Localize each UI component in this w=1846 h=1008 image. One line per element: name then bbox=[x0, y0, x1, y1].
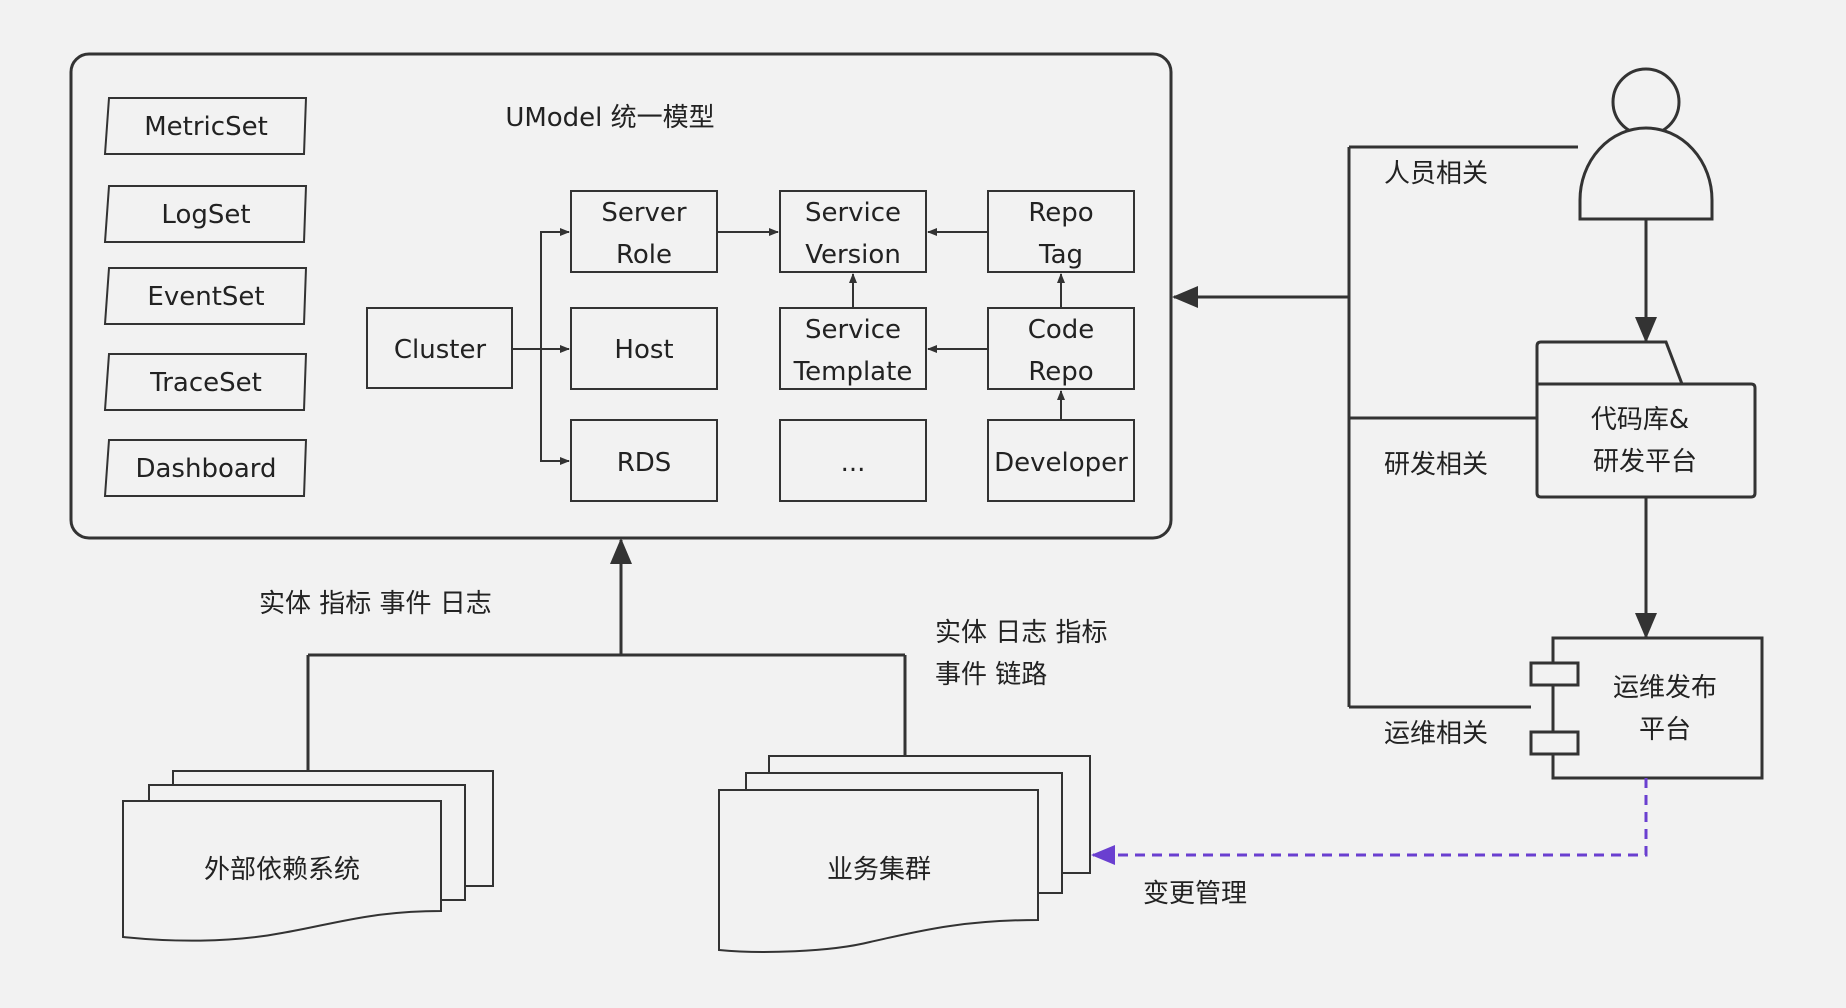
traceset-shape bbox=[103, 353, 308, 411]
ellipsis-label: ... bbox=[841, 448, 866, 478]
change-mgmt-arrow bbox=[1091, 778, 1648, 865]
entity-connectors bbox=[512, 228, 1065, 465]
service-template-label-2: Template bbox=[793, 357, 913, 387]
biz-cluster-stack bbox=[718, 755, 1091, 953]
code-platform-label-2: 研发平台 bbox=[1593, 447, 1697, 477]
bottom-connectors bbox=[306, 538, 907, 771]
dashboard-label: Dashboard bbox=[135, 454, 276, 484]
developer-box bbox=[987, 419, 1135, 502]
ops-platform-shape bbox=[1551, 636, 1764, 780]
set-list: MetricSet LogSet EventSet TraceSet Dashb… bbox=[103, 97, 308, 497]
ops-platform-port-bottom bbox=[1529, 730, 1580, 756]
server-role-label-2: Role bbox=[616, 240, 672, 270]
dev-label: 研发相关 bbox=[1384, 450, 1488, 480]
ops-platform-port-top bbox=[1529, 661, 1580, 687]
user-icon bbox=[1578, 67, 1714, 221]
bracket-lines bbox=[1172, 145, 1657, 709]
service-template-box bbox=[779, 307, 927, 390]
developer-label: Developer bbox=[994, 448, 1128, 478]
people-label: 人员相关 bbox=[1384, 159, 1488, 189]
service-version-label-2: Version bbox=[805, 240, 901, 270]
cluster-label: Cluster bbox=[394, 335, 487, 365]
ops-platform-label-2: 平台 bbox=[1639, 715, 1691, 745]
host-box bbox=[570, 307, 718, 390]
ops-platform-label-1: 运维发布 bbox=[1613, 673, 1717, 703]
right-data-label-1: 实体 日志 指标 bbox=[935, 618, 1108, 648]
biz-cluster-label: 业务集群 bbox=[827, 855, 931, 885]
rds-box bbox=[570, 419, 718, 502]
ellipsis-box bbox=[779, 419, 927, 502]
code-repo-label-1: Code bbox=[1028, 315, 1095, 345]
code-repo-box bbox=[987, 307, 1135, 390]
ops-label: 运维相关 bbox=[1384, 719, 1488, 749]
eventset-label: EventSet bbox=[147, 282, 264, 312]
external-deps-stack bbox=[122, 770, 494, 942]
metricset-label: MetricSet bbox=[144, 112, 268, 142]
umodel-title: UModel 统一模型 bbox=[505, 103, 714, 133]
host-label: Host bbox=[614, 335, 673, 365]
server-role-box bbox=[570, 190, 718, 273]
code-platform-shape bbox=[1535, 340, 1757, 499]
service-version-box bbox=[779, 190, 927, 273]
logset-shape bbox=[103, 185, 308, 243]
server-role-label-1: Server bbox=[601, 198, 687, 228]
service-version-label-1: Service bbox=[805, 198, 901, 228]
code-repo-label-2: Repo bbox=[1028, 357, 1093, 387]
eventset-shape bbox=[103, 267, 308, 325]
dashboard-shape bbox=[103, 439, 308, 497]
code-platform-label-1: 代码库& bbox=[1591, 405, 1689, 435]
external-deps-label: 外部依赖系统 bbox=[204, 855, 360, 885]
right-data-label-2: 事件 链路 bbox=[935, 660, 1047, 690]
repo-tag-label-1: Repo bbox=[1028, 198, 1093, 228]
metricset-shape bbox=[103, 97, 308, 155]
left-data-label: 实体 指标 事件 日志 bbox=[259, 589, 492, 619]
service-template-label-1: Service bbox=[805, 315, 901, 345]
logset-label: LogSet bbox=[161, 200, 250, 230]
traceset-label: TraceSet bbox=[149, 368, 262, 398]
repo-tag-label-2: Tag bbox=[1038, 240, 1083, 270]
rds-label: RDS bbox=[617, 448, 672, 478]
entity-graph bbox=[366, 190, 1135, 502]
change-mgmt-label: 变更管理 bbox=[1143, 879, 1247, 909]
